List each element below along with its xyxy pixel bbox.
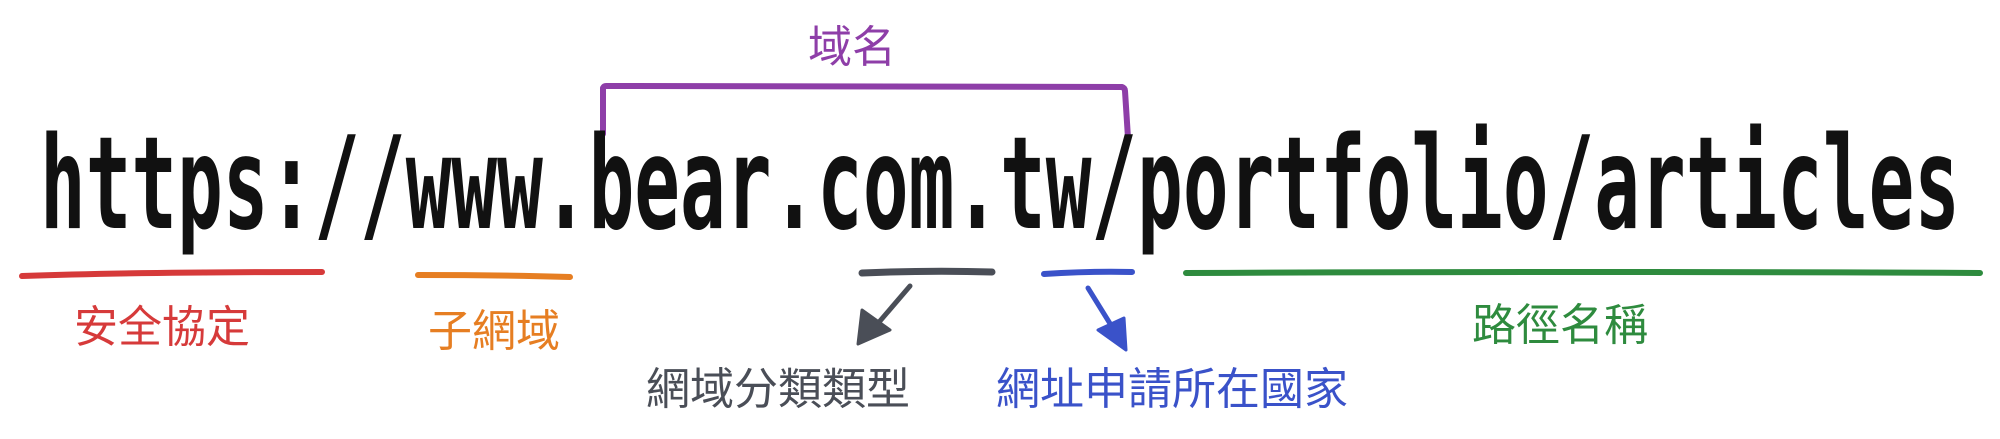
url-text: https://www.bear.com.tw/portfolio/articl…	[40, 110, 1960, 259]
subdomain-label: 子網域	[428, 306, 560, 357]
country-label: 網址申請所在國家	[996, 364, 1348, 415]
tld-underline	[858, 267, 996, 277]
country-arrow-head-icon	[1096, 316, 1128, 352]
subdomain-underline	[415, 272, 573, 280]
country-underline	[1041, 268, 1135, 277]
tld-arrow-shaft	[871, 283, 913, 331]
protocol-underline	[19, 269, 325, 279]
tld-arrow-head-icon	[856, 308, 892, 346]
domain-label: 域名	[808, 22, 896, 73]
path-label: 路徑名稱	[1472, 300, 1648, 351]
tld-label: 網域分類類型	[646, 364, 910, 415]
path-underline	[1183, 269, 1983, 276]
protocol-label: 安全協定	[74, 302, 250, 353]
domain-bracket	[600, 83, 1131, 141]
